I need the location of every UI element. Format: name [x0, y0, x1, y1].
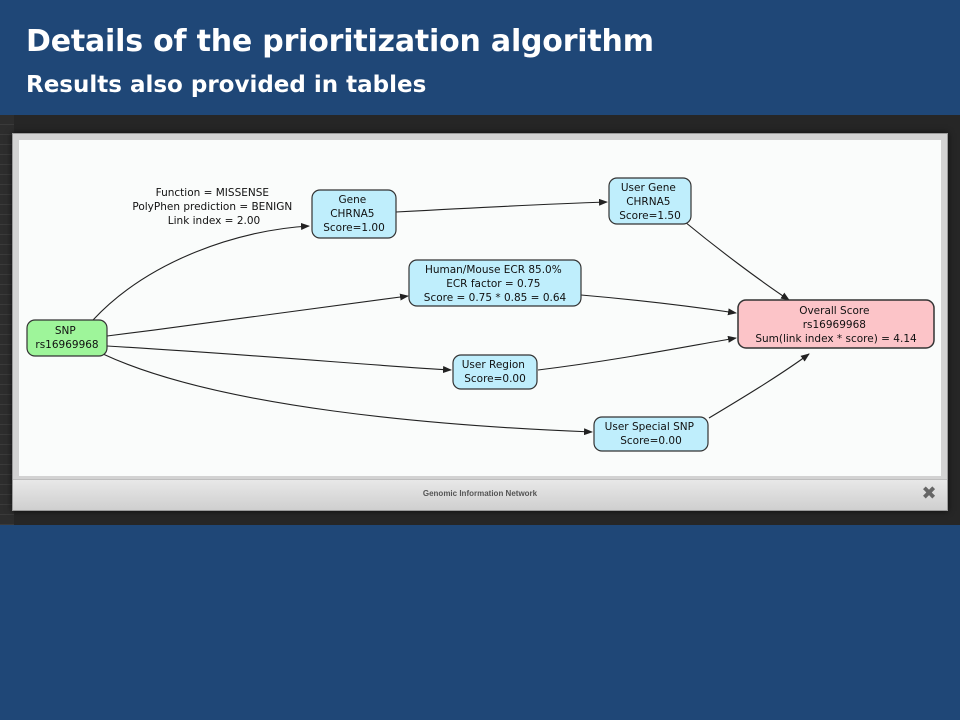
embedded-screenshot: Function = MISSENSE PolyPhen prediction …	[0, 115, 960, 525]
edge-special-overall	[708, 353, 810, 419]
node-ecr[interactable]: Human/Mouse ECR 85.0% ECR factor = 0.75 …	[408, 259, 582, 307]
edge-usergene-overall	[684, 221, 790, 301]
svg-text:User Special SNP S: User Special SNP Score=0.00	[605, 421, 698, 447]
node-snp[interactable]: SNP rs16969968	[26, 319, 108, 357]
node-overall-score[interactable]: Overall Score rs16969968 Sum(link index …	[737, 299, 935, 349]
node-user-special-snp[interactable]: User Special SNP Score=0.00	[593, 416, 709, 452]
dialog-footer-title: Genomic Information Network	[422, 489, 538, 498]
node-user-gene[interactable]: User Gene CHRNA5 Score=1.50	[608, 177, 692, 225]
svg-text:Overall Score rs16: Overall Score rs16969968 Sum(link index …	[755, 305, 917, 345]
edge-snp-ecr	[106, 293, 409, 337]
svg-text:User Region Score=: User Region Score=0.00	[462, 359, 529, 385]
edge-snp-special	[102, 353, 593, 436]
edge-ecr-overall	[580, 294, 737, 316]
svg-text:SNP rs16969968: SNP rs16969968	[35, 325, 98, 351]
edge-gene-usergene	[395, 198, 608, 213]
edge-snp-gene	[92, 222, 310, 321]
node-gene[interactable]: Gene CHRNA5 Score=1.00	[311, 189, 397, 239]
edge-region-overall	[537, 335, 737, 371]
svg-text:Human/Mouse ECR 85.0%: Human/Mouse ECR 85.0% ECR factor = 0.75 …	[424, 264, 567, 304]
background-page-edge	[0, 115, 14, 525]
slide-subtitle: Results also provided in tables	[26, 72, 427, 98]
network-dialog: Function = MISSENSE PolyPhen prediction …	[12, 133, 948, 511]
edge-label: Function = MISSENSE PolyPhen prediction …	[132, 187, 295, 227]
network-canvas: Function = MISSENSE PolyPhen prediction …	[19, 140, 941, 476]
node-user-region[interactable]: User Region Score=0.00	[452, 354, 538, 390]
edge-snp-region	[106, 345, 452, 374]
network-diagram: Function = MISSENSE PolyPhen prediction …	[26, 177, 935, 452]
svg-text:Gene CHRNA5: Gene CHRNA5 Score=1.00	[323, 194, 385, 234]
dialog-footer: Genomic Information Network ✖	[13, 479, 947, 510]
close-icon[interactable]: ✖	[921, 483, 937, 504]
svg-text:User Gene CHRNA5: User Gene CHRNA5 Score=1.50	[619, 182, 681, 222]
slide-title: Details of the prioritization algorithm	[26, 24, 654, 59]
